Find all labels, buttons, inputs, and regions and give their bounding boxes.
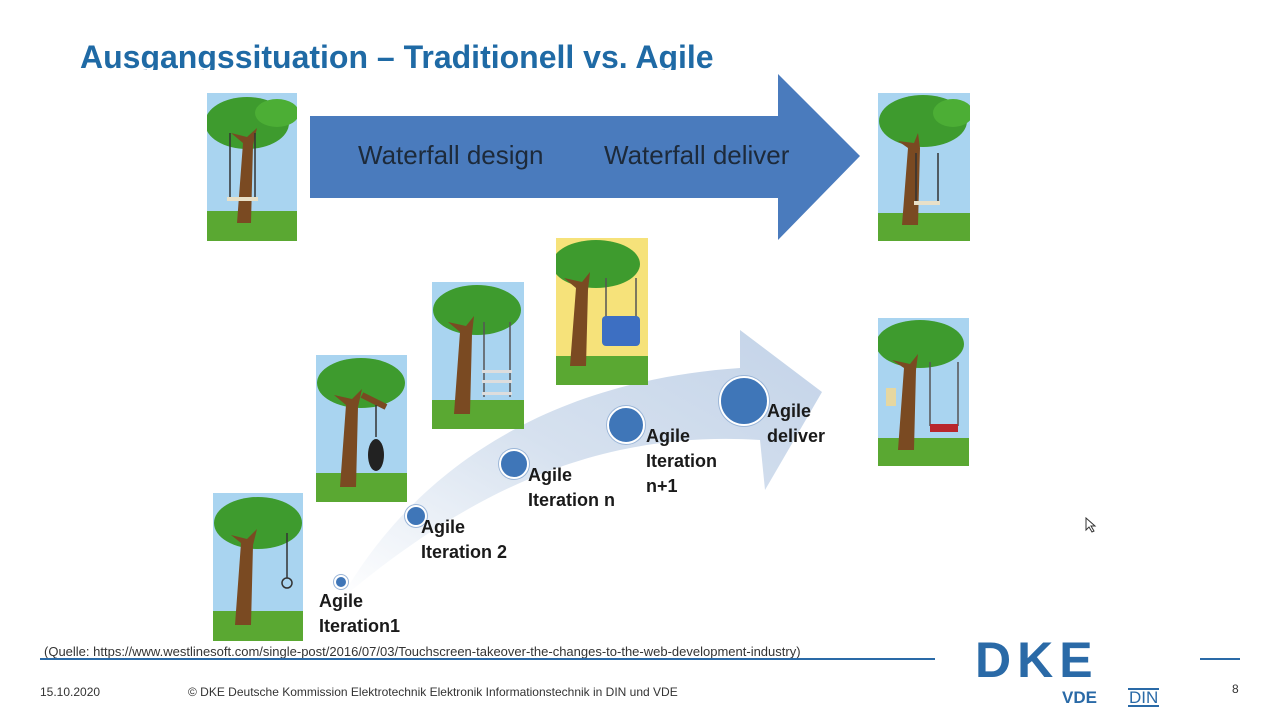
tree-rope-icon [213, 493, 303, 641]
iteration-n-dot [499, 449, 529, 479]
source-divider [40, 658, 935, 660]
tree-tire-swing-icon [316, 355, 407, 502]
iteration-n1-dot [607, 406, 645, 444]
tree-swing-icon [878, 318, 969, 466]
iteration-2-dot [405, 505, 427, 527]
agile-arrow [340, 330, 822, 600]
waterfall-deliver-label: Waterfall deliver [604, 140, 790, 170]
tree-swing-icon [432, 282, 524, 429]
tree-chair-icon [556, 238, 648, 385]
source-citation: (Quelle: https://www.westlinesoft.com/si… [44, 644, 801, 659]
footer-date: 15.10.2020 [40, 685, 101, 699]
waterfall-design-label: Waterfall design [358, 140, 544, 170]
footer-copyright: © DKE Deutsche Kommission Elektrotechnik… [188, 685, 678, 699]
page-number: 8 [1232, 682, 1239, 696]
agile-deliver-dot [719, 376, 769, 426]
page-title: Ausgangssituation – Traditionell vs. Agi… [80, 39, 714, 70]
vde-logo: VDE [1062, 688, 1097, 707]
din-logo: DIN [1128, 688, 1160, 707]
tree-swing-icon [878, 93, 970, 241]
mouse-cursor-icon [1085, 517, 1097, 533]
logo-divider [1200, 658, 1240, 660]
dke-logo: DKE [975, 632, 1099, 688]
waterfall-arrow [310, 74, 860, 240]
iteration-1-dot [334, 575, 348, 589]
tree-swing-icon [207, 93, 297, 241]
